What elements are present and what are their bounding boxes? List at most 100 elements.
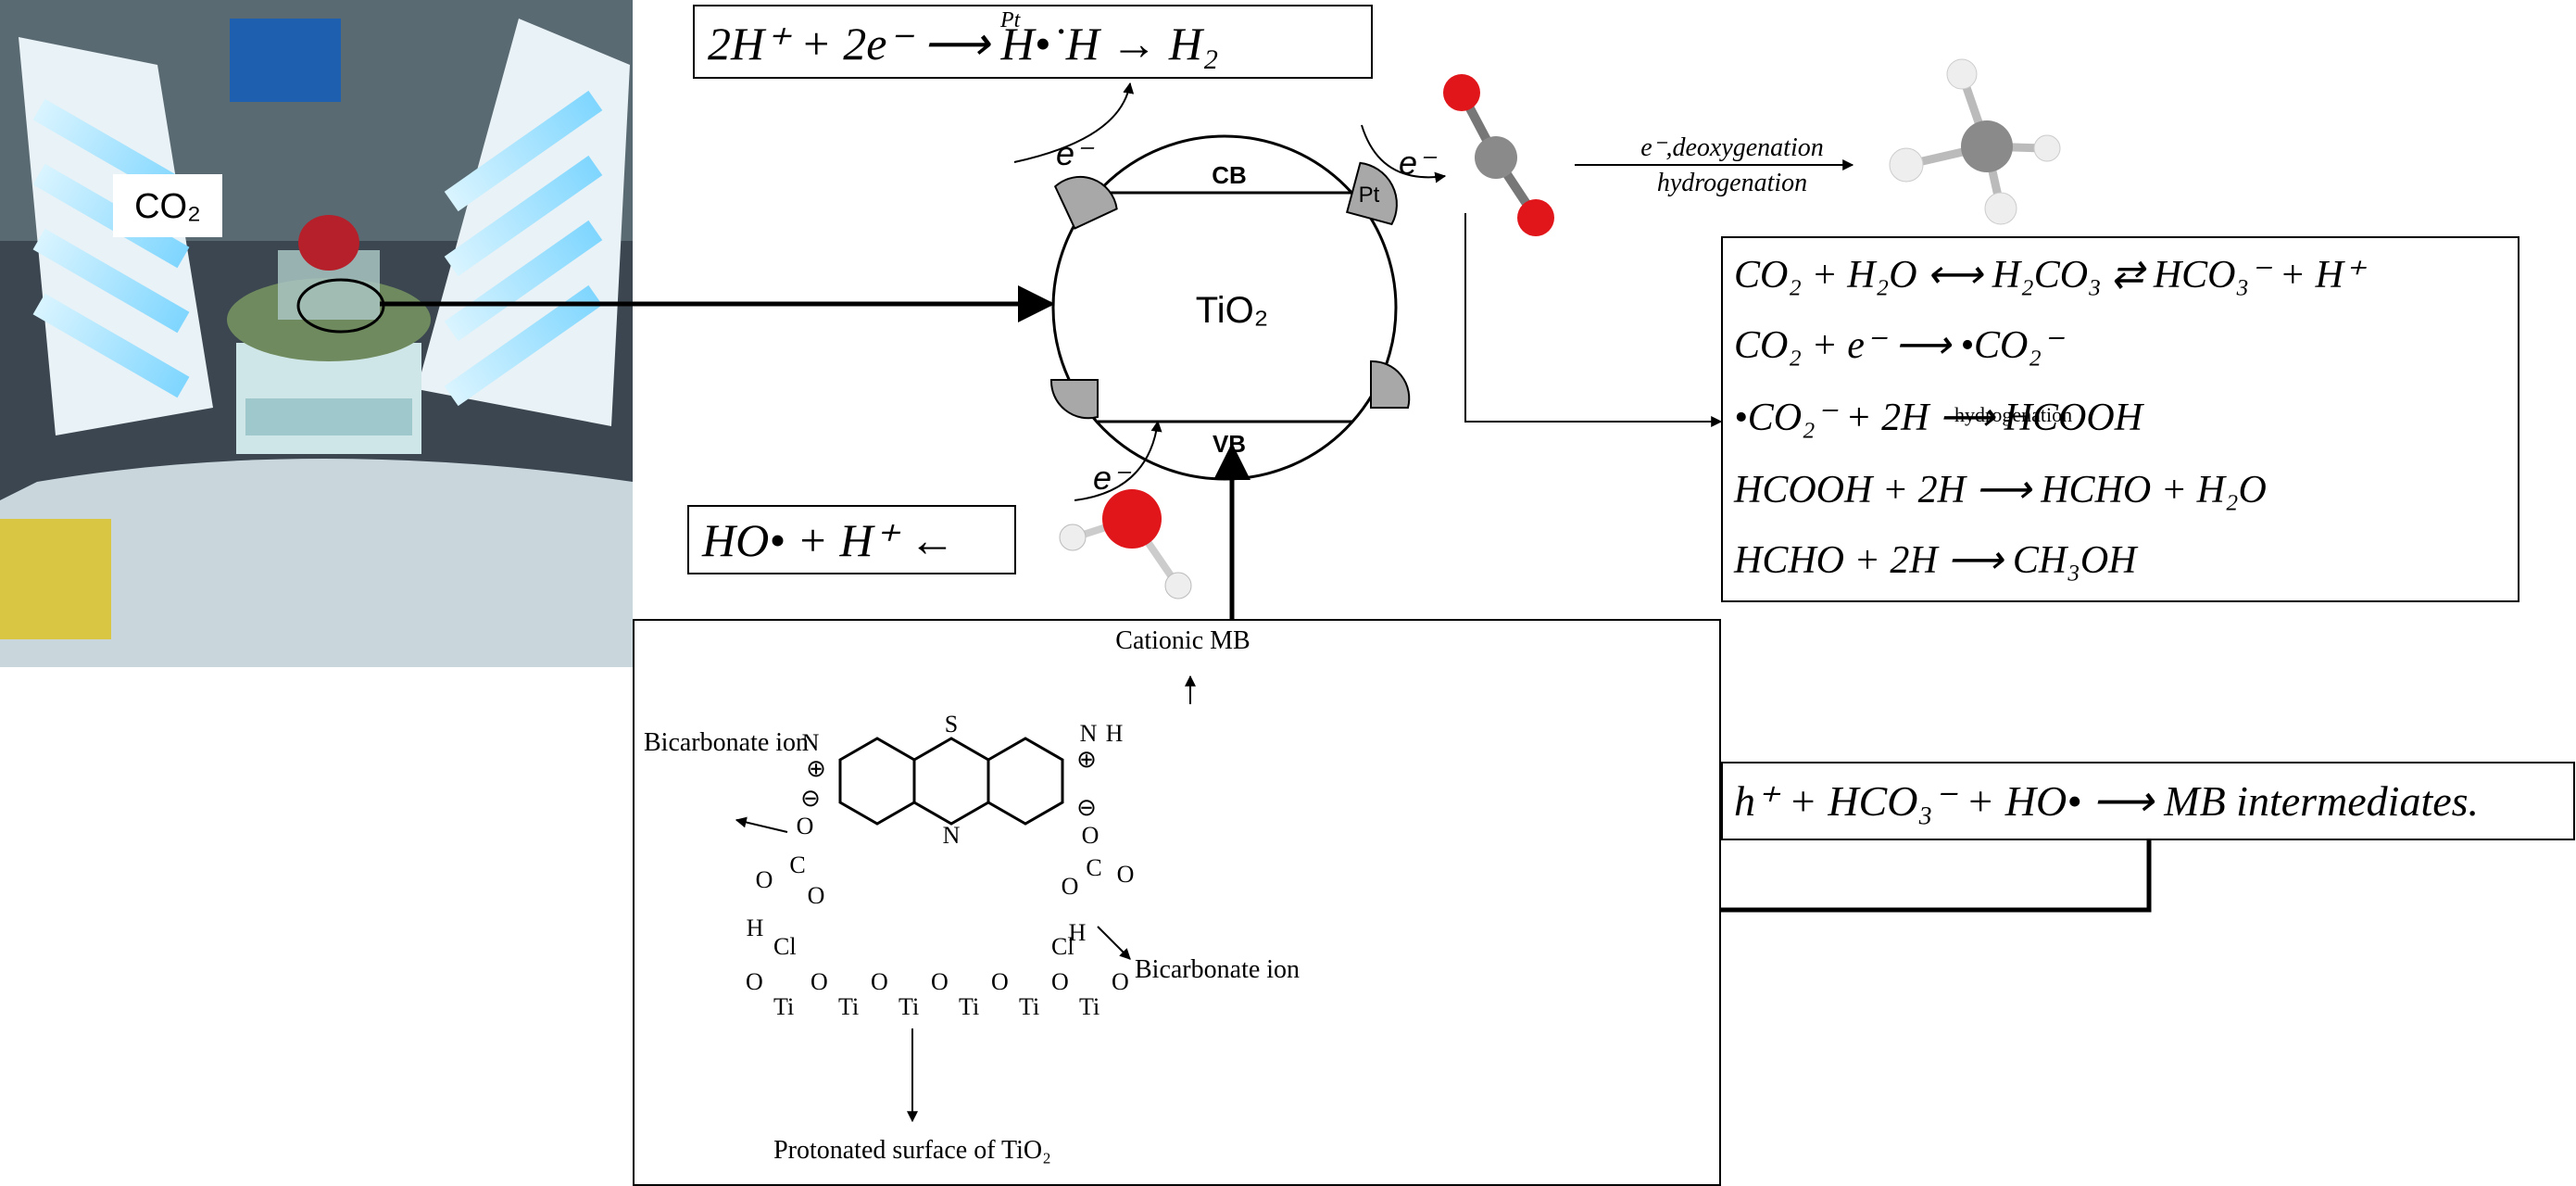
h2-equation: 2H⁺ + 2e⁻ ⟶ H•˙H → H₂	[708, 18, 1219, 69]
co2-reaction-4: HCOOH + 2H ⟶ HCHO + H₂O	[1734, 469, 2267, 511]
bicarbonate-left-arrow	[735, 816, 788, 833]
oxygen-left-2: O	[756, 866, 773, 893]
nitrogen-atom-center: N	[943, 822, 961, 849]
hydrogenation-label: hydrogenation	[1954, 403, 2073, 426]
oxygen-right-3: O	[1062, 873, 1079, 900]
ch4-hydrogen-1	[1946, 58, 1978, 90]
nplus-right: ⊕	[1076, 746, 1097, 773]
tio2-label: TiO₂	[1196, 290, 1268, 331]
right-uv-tube-4	[444, 284, 603, 407]
hydrogen-left-1: H	[747, 915, 764, 941]
bicarbonate-ion-right: Bicarbonate ion	[1135, 955, 1300, 984]
co2-reaction-3: •CO₂⁻ + 2H ⟶ HCOOH	[1734, 397, 2143, 439]
right-uv-tube-1	[444, 90, 603, 212]
surface-ti-2: Ti	[838, 993, 859, 1020]
cationic-mb-label: Cationic MB	[1115, 626, 1250, 655]
sulfur-atom: S	[945, 711, 958, 738]
mb-equation: h⁺ + HCO₃⁻ + HO• ⟶ MB intermediates.	[1734, 777, 2480, 825]
bicarbonate-ion-left: Bicarbonate ion	[644, 728, 809, 757]
electron-to-co2-arrow	[1361, 124, 1447, 183]
h2-catalyst-label: Pt	[1000, 8, 1021, 32]
carbon-left: C	[789, 852, 805, 878]
mb-middle-ring	[912, 737, 990, 826]
blue-box	[230, 19, 341, 102]
table-surface	[0, 459, 633, 667]
mb-left-ring	[838, 737, 916, 826]
co2-carbon	[1475, 136, 1517, 179]
water-hydrogen-1	[1059, 524, 1087, 551]
co2-reaction-1: CO₂ + H₂O ⟷ H₂CO₃ ⇄ HCO₃⁻ + H⁺	[1734, 254, 2365, 296]
co2-to-reactions-arrow	[1464, 213, 1723, 427]
ch4-hydrogen-3	[2033, 134, 2061, 162]
surface-o-7: O	[1112, 968, 1129, 995]
right-uv-tube-3	[444, 220, 603, 342]
oxygen-left-1: O	[797, 813, 814, 839]
deoxygenation-label-bottom: hydrogenation	[1657, 169, 1807, 197]
surface-o-3: O	[871, 968, 888, 995]
reactor-photo: CO₂	[0, 0, 633, 667]
co2-reaction-5: HCHO + 2H ⟶ CH₃OH	[1734, 539, 2137, 582]
mb-mechanism-box: Cationic MB S N N ⊕ N H ⊕ ⊖ O C O O H Bi…	[633, 619, 1721, 1186]
oxygen-right-2: O	[1117, 861, 1135, 888]
mb-right-ring	[986, 737, 1064, 826]
electron-to-h2-arrow	[1013, 82, 1135, 163]
co2-label: CO₂	[134, 187, 201, 226]
trap-site-top-left	[1053, 175, 1118, 230]
nitrogen-atom-left: N	[802, 729, 820, 756]
mb-ring-system	[838, 737, 1064, 826]
electron-label-2: e⁻	[1399, 144, 1438, 182]
surface-ti-3: Ti	[898, 993, 919, 1020]
ho-equation: HO• + H⁺ ←	[702, 514, 956, 566]
pt-site	[1345, 161, 1398, 226]
co2-reaction-2: CO₂ + e⁻ ⟶ •CO₂⁻	[1734, 324, 2063, 367]
right-uv-tube-2	[444, 155, 603, 277]
hydrogen-atom-right-n: H	[1106, 720, 1124, 747]
stirrer-panel	[245, 398, 412, 435]
ho-equation-box: HO• + H⁺ ←	[687, 505, 1016, 574]
left-uv-tube-3	[32, 228, 190, 334]
electron-label-1: e⁻	[1056, 134, 1095, 172]
mb-equation-box: h⁺ + HCO₃⁻ + HO• ⟶ MB intermediates.	[1721, 762, 2575, 840]
trap-site-bottom-right	[1370, 360, 1411, 409]
reactor-cap	[298, 215, 359, 271]
ominus-right: ⊖	[1076, 794, 1097, 821]
oxygen-left-3: O	[808, 882, 825, 909]
tio2-surface-chain: O Ti O Ti O Ti O Ti O Ti O Ti O Cl Cl	[746, 933, 1129, 1020]
surface-ti-1: Ti	[773, 993, 794, 1020]
surface-o-4: O	[931, 968, 949, 995]
water-hydrogen-2	[1164, 572, 1192, 599]
left-uv-tube-2	[32, 163, 190, 269]
co2-reactions-box: CO₂ + H₂O ⟷ H₂CO₃ ⇄ HCO₃⁻ + H⁺ CO₂ + e⁻ …	[1721, 236, 2519, 602]
ominus-left: ⊖	[800, 785, 821, 812]
surface-cl-2: Cl	[1051, 933, 1074, 960]
vb-label: VB	[1213, 430, 1246, 458]
mb-mechanism-art: Cationic MB S N N ⊕ N H ⊕ ⊖ O C O O H Bi…	[644, 626, 1300, 1165]
surface-o-2: O	[810, 968, 828, 995]
power-strip	[0, 519, 111, 639]
surface-ti-6: Ti	[1079, 993, 1100, 1020]
surface-o-5: O	[991, 968, 1009, 995]
surface-ti-4: Ti	[959, 993, 979, 1020]
left-uv-tube-4	[32, 293, 190, 398]
ch4-carbon	[1961, 120, 2013, 172]
hydrogen-right-1: H	[1069, 919, 1087, 946]
co2-oxygen-2	[1517, 199, 1554, 236]
protonated-surface-label: Protonated surface of TiO₂	[773, 1136, 1051, 1165]
reactor-photo-art: CO₂	[0, 0, 633, 667]
nitrogen-atom-right: N	[1080, 720, 1098, 747]
bicarbonate-right-arrow	[1097, 926, 1131, 960]
trap-site-bottom-left	[1049, 379, 1099, 420]
oxygen-right-1: O	[1082, 822, 1100, 849]
surface-ti-5: Ti	[1019, 993, 1039, 1020]
h2-equation-box: 2H⁺ + 2e⁻ ⟶ H•˙H → H₂ Pt	[693, 5, 1373, 79]
electron-from-water-arrow	[1074, 420, 1162, 501]
cb-label: CB	[1212, 161, 1247, 189]
nplus-left: ⊕	[806, 755, 826, 782]
ch4-hydrogen-2	[1889, 147, 1924, 183]
pt-label: Pt	[1359, 183, 1380, 208]
surface-o-1: O	[746, 968, 763, 995]
surface-cl-1: Cl	[773, 933, 797, 960]
co2-oxygen-1	[1443, 74, 1480, 111]
deoxygenation-label-top: e⁻,deoxygenation	[1640, 133, 1823, 162]
